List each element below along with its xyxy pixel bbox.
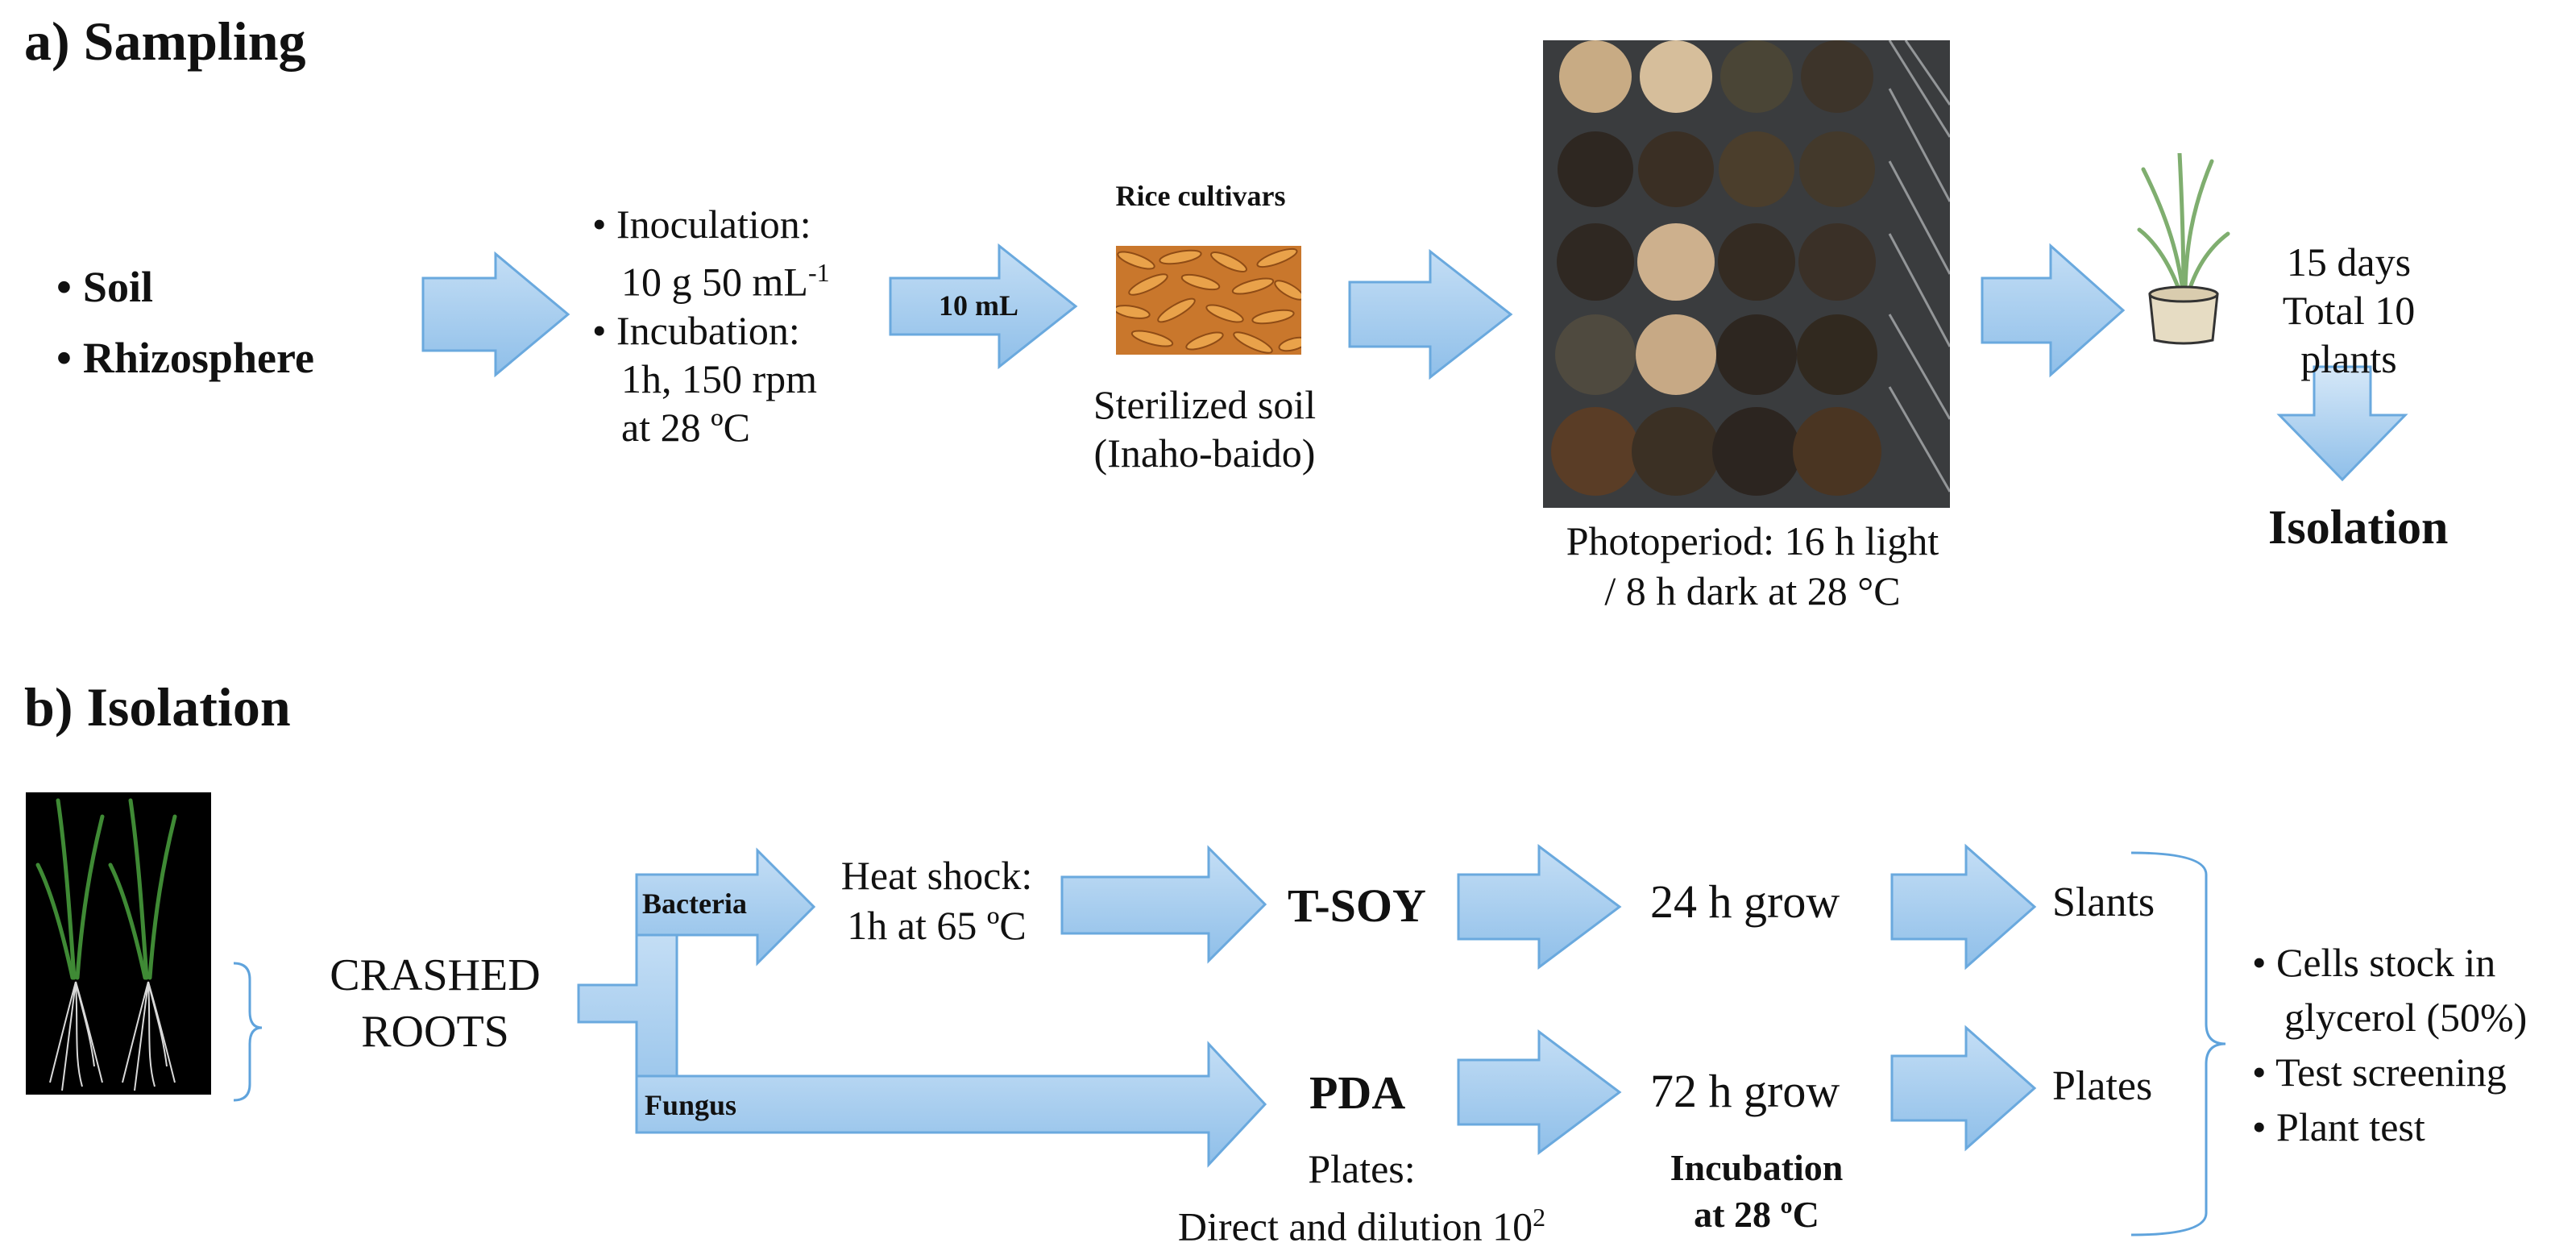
growth-days: 15 days xyxy=(2286,239,2412,285)
plates-label: Plates xyxy=(2052,1063,2153,1109)
crashed-roots-line-1: CRASHED xyxy=(330,950,541,1000)
arrow-24h-to-slants xyxy=(1890,843,2037,970)
incubation-note-line-1: Incubation xyxy=(1670,1147,1844,1188)
bacteria-label: Bacteria xyxy=(642,887,747,920)
growth-plants: Total 10 plants xyxy=(2282,288,2416,381)
arrow-down-isolation xyxy=(2276,365,2408,482)
rice-title: Rice cultivars xyxy=(1115,180,1286,212)
heat-shock-text: Heat shock: 1h at 65 ºC xyxy=(814,850,1060,950)
bullet-icon: • xyxy=(2252,940,2277,985)
arrow-bacteria xyxy=(635,847,816,966)
section-a-title: a) Sampling xyxy=(24,10,306,72)
source-rhizosphere: Rhizosphere xyxy=(56,322,314,393)
incubation-speed: 1h, 150 rpm xyxy=(621,355,818,401)
arrow-72h-to-plates xyxy=(1890,1024,2037,1152)
bullet-icon: • xyxy=(592,202,617,247)
slants-label: Slants xyxy=(2052,879,2155,925)
isolation-result: Isolation xyxy=(2268,501,2449,554)
arrow-heat-to-tsoy xyxy=(1060,845,1267,964)
rice-subtitle: Sterilized soil (Inaho-baido) xyxy=(1047,380,1362,477)
growth-text: 15 days Total 10 plants xyxy=(2232,238,2466,383)
rice-roots-photo xyxy=(26,792,211,1095)
inoculation-steps: • Inoculation: 10 g 50 mL-1 • Incubation… xyxy=(592,200,830,451)
crashed-roots: CRASHED ROOTS xyxy=(298,947,572,1060)
plates-note-dilution: Direct and dilution 10 xyxy=(1177,1203,1533,1249)
bullet-icon: • xyxy=(2252,1104,2277,1149)
plates-note-exponent: 2 xyxy=(1533,1203,1546,1232)
bullet-icon: • xyxy=(2252,1049,2276,1095)
cultivar-name: (Inaho-baido) xyxy=(1093,430,1316,476)
outcomes-list: • Cells stock in glycerol (50%) • Test s… xyxy=(2252,935,2527,1154)
outcome-glycerol: glycerol (50%) xyxy=(2284,995,2528,1040)
plates-note-label: Plates: xyxy=(1308,1146,1416,1191)
heat-shock-value: 1h at 65 ºC xyxy=(847,903,1027,948)
photoperiod-line-2: / 8 h dark at 28 °C xyxy=(1604,568,1901,613)
outcomes-bracket xyxy=(2130,851,2226,1236)
inoculation-exponent: -1 xyxy=(807,258,830,287)
inoculation-value: 10 g 50 mL xyxy=(621,259,808,305)
arrow-soil-to-inoculation xyxy=(421,251,570,378)
incubation-note: Incubation at 28 ºC xyxy=(1628,1145,1885,1238)
incubation-label: Incubation: xyxy=(616,307,800,353)
photoperiod-text: Photoperiod: 16 h light / 8 h dark at 28… xyxy=(1515,516,1990,616)
sterilized-soil-label: Sterilized soil xyxy=(1093,382,1317,427)
potted-plant-icon xyxy=(2137,153,2230,345)
arrow-rice-to-tray xyxy=(1348,248,1513,380)
incubation-note-line-2: at 28 ºC xyxy=(1694,1194,1819,1235)
heat-shock-label: Heat shock: xyxy=(840,853,1033,898)
crashed-roots-line-2: ROOTS xyxy=(361,1007,509,1057)
arrow-10ml xyxy=(889,243,1078,370)
arrow-10ml-label: 10 mL xyxy=(939,289,1018,322)
plates-note: Plates: Direct and dilution 102 xyxy=(1172,1145,1551,1251)
incubation-temp: at 28 ºC xyxy=(621,404,750,450)
arrow-pda-to-72h xyxy=(1457,1029,1622,1155)
tray-wells xyxy=(1551,40,1881,496)
fungus-label: Fungus xyxy=(645,1089,737,1121)
outcome-cells-stock: Cells stock in xyxy=(2276,940,2496,985)
arrow-fungus xyxy=(635,1041,1267,1168)
tsoy-medium: T-SOY xyxy=(1288,879,1426,932)
rice-grains-image xyxy=(1116,246,1301,355)
roots-bracket xyxy=(233,962,263,1102)
bullet-icon: • xyxy=(592,307,617,353)
photoperiod-line-1: Photoperiod: 16 h light xyxy=(1566,518,1939,563)
outcome-test-screening: Test screening xyxy=(2275,1049,2507,1095)
arrow-tsoy-to-24h xyxy=(1457,844,1622,970)
grow-24h: 24 h grow xyxy=(1650,875,1840,928)
tray-rack xyxy=(1888,40,1950,493)
outcome-plant-test: Plant test xyxy=(2276,1104,2425,1149)
pda-medium: PDA xyxy=(1309,1066,1406,1119)
source-soil: Soil xyxy=(56,251,314,322)
inoculation-label: Inoculation: xyxy=(616,202,811,247)
section-b-title: b) Isolation xyxy=(24,676,291,738)
arrow-tray-to-plant xyxy=(1981,243,2126,378)
sample-sources: Soil Rhizosphere xyxy=(56,251,314,393)
seedling-tray-photo xyxy=(1543,40,1950,508)
grow-72h: 72 h grow xyxy=(1650,1065,1840,1117)
